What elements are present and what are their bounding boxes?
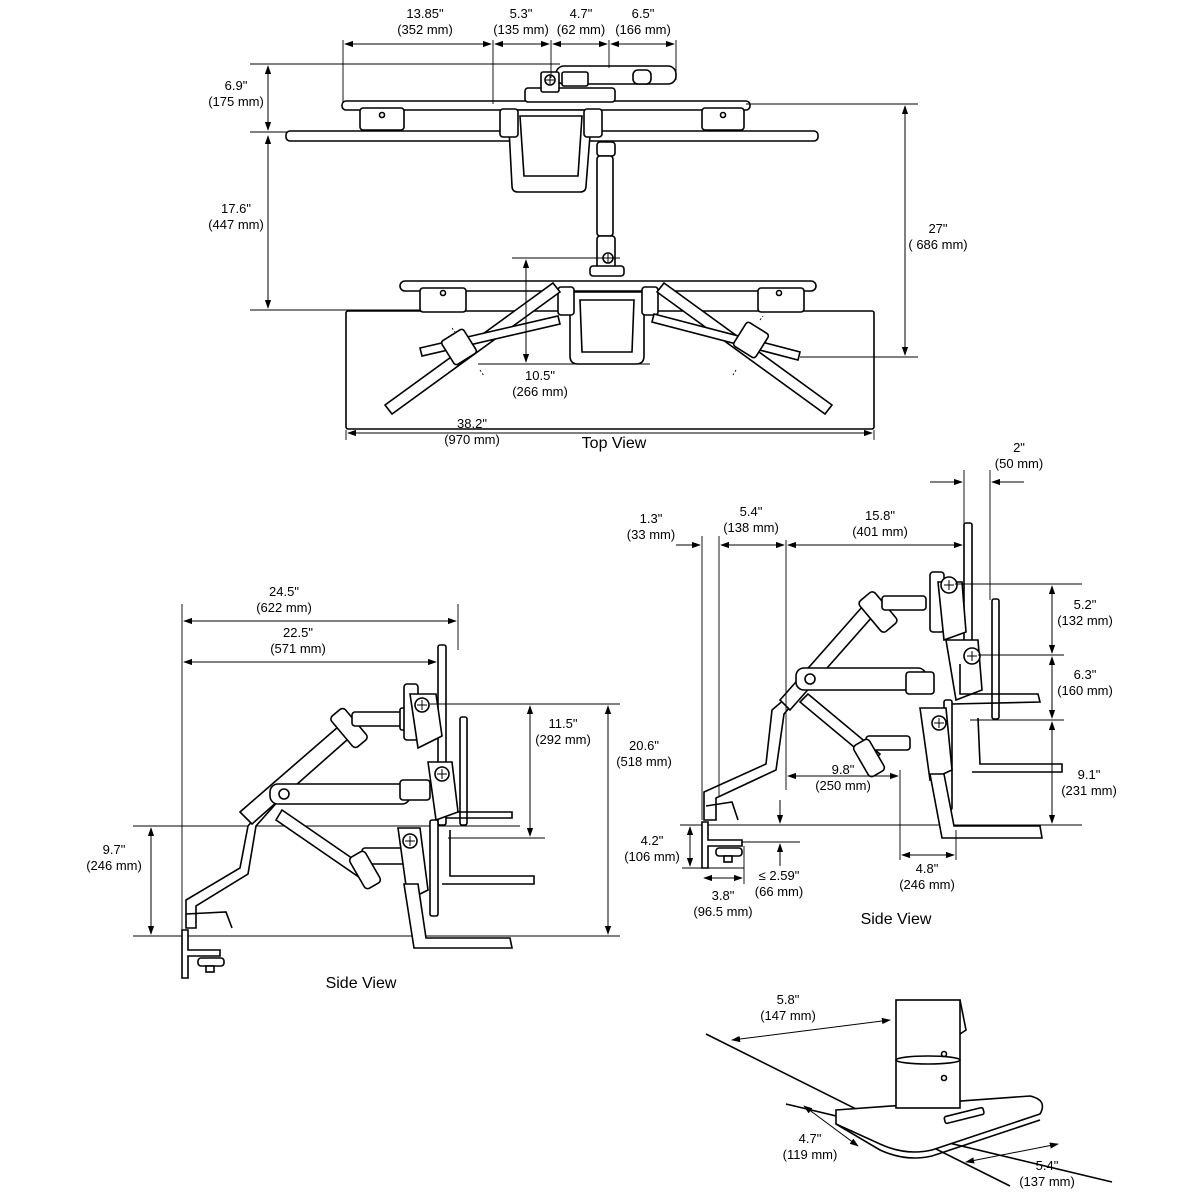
dim-metric: (175 mm) bbox=[208, 94, 264, 109]
dim-metric: (138 mm) bbox=[723, 520, 779, 535]
dim-metric: (147 mm) bbox=[760, 1008, 816, 1023]
dim-value: 4.8" bbox=[916, 861, 939, 876]
top-view-title: Top View bbox=[582, 435, 647, 452]
top-view-dimensions bbox=[250, 40, 918, 440]
dim-value: 5.3" bbox=[510, 6, 533, 21]
dim-value: 3.8" bbox=[712, 888, 735, 903]
dim-value: 15.8" bbox=[865, 508, 895, 523]
dim-value: 10.5" bbox=[525, 368, 555, 383]
dim-metric: (571 mm) bbox=[270, 641, 326, 656]
dim-metric: (246 mm) bbox=[899, 877, 955, 892]
dim-value: 5.4" bbox=[1036, 1158, 1059, 1173]
dim-metric: (401 mm) bbox=[852, 524, 908, 539]
dim-value: 24.5" bbox=[269, 584, 299, 599]
dim-value: 38.2" bbox=[457, 416, 487, 431]
dim-metric: (33 mm) bbox=[627, 527, 675, 542]
dim-metric: (96.5 mm) bbox=[693, 904, 752, 919]
dim-value: 1.3" bbox=[640, 511, 663, 526]
dim-metric: (622 mm) bbox=[256, 600, 312, 615]
dim-metric: (132 mm) bbox=[1057, 613, 1113, 628]
left-monitor-low bbox=[397, 819, 513, 949]
dim-value: 9.1" bbox=[1078, 767, 1101, 782]
dim-metric: (352 mm) bbox=[397, 22, 453, 37]
dimension-labels: 13.85" (352 mm) 5.3" (135 mm) 4.7" (62 m… bbox=[86, 6, 1117, 1189]
dim-metric: (292 mm) bbox=[535, 732, 591, 747]
dim-metric: (970 mm) bbox=[444, 432, 500, 447]
dim-value: 17.6" bbox=[221, 201, 251, 216]
dim-value: 11.5" bbox=[549, 716, 578, 731]
dim-value: 5.8" bbox=[777, 992, 800, 1007]
dim-value: 4.2" bbox=[641, 833, 664, 848]
dim-value: 20.6" bbox=[629, 738, 659, 753]
left-monitor-mid bbox=[427, 761, 535, 885]
right-monitor-top bbox=[929, 522, 1000, 720]
right-monitor-low bbox=[919, 699, 1043, 839]
dim-metric: (250 mm) bbox=[815, 778, 871, 793]
right-side-view bbox=[676, 470, 1082, 884]
right-side-dimensions bbox=[676, 470, 1082, 884]
dim-value: 9.8" bbox=[832, 762, 855, 777]
dim-value: 6.9" bbox=[225, 78, 248, 93]
dim-metric: (231 mm) bbox=[1061, 783, 1117, 798]
dim-value: ≤ 2.59" bbox=[759, 868, 800, 883]
dim-value: 4.7" bbox=[799, 1131, 822, 1146]
dim-value: 9.7" bbox=[103, 842, 126, 857]
dim-metric: (135 mm) bbox=[493, 22, 549, 37]
dim-value: 4.7" bbox=[570, 6, 593, 21]
dim-metric: (137 mm) bbox=[1019, 1174, 1075, 1189]
dim-metric: (106 mm) bbox=[624, 849, 680, 864]
top-lower-arm bbox=[383, 280, 834, 416]
dim-metric: (518 mm) bbox=[616, 754, 672, 769]
dim-value: 6.5" bbox=[632, 6, 655, 21]
dim-value: 2" bbox=[1013, 440, 1025, 455]
dim-value: 5.4" bbox=[740, 504, 763, 519]
dim-metric: (246 mm) bbox=[86, 858, 142, 873]
dim-value: 27" bbox=[928, 221, 947, 236]
dim-metric: ( 686 mm) bbox=[908, 237, 967, 252]
left-side-dimensions bbox=[147, 604, 620, 935]
dim-value: 13.85" bbox=[406, 6, 444, 21]
right-monitor-mid bbox=[945, 639, 1063, 773]
dim-metric: (447 mm) bbox=[208, 217, 264, 232]
dim-value: 5.2" bbox=[1074, 597, 1097, 612]
dim-metric: (160 mm) bbox=[1057, 683, 1113, 698]
dim-metric: (66 mm) bbox=[755, 884, 803, 899]
right-side-view-title: Side View bbox=[861, 911, 932, 928]
left-side-view bbox=[133, 604, 620, 979]
dim-metric: (50 mm) bbox=[995, 456, 1043, 471]
base-detail bbox=[705, 999, 1113, 1187]
dim-metric: (266 mm) bbox=[512, 384, 568, 399]
dim-value: 22.5" bbox=[283, 625, 313, 640]
dim-metric: (119 mm) bbox=[783, 1147, 838, 1162]
dim-metric: (62 mm) bbox=[557, 22, 605, 37]
left-side-view-title: Side View bbox=[326, 975, 397, 992]
top-view bbox=[250, 40, 918, 440]
dim-value: 6.3" bbox=[1074, 667, 1097, 682]
top-upper-arm bbox=[285, 65, 819, 277]
dim-metric: (166 mm) bbox=[615, 22, 671, 37]
